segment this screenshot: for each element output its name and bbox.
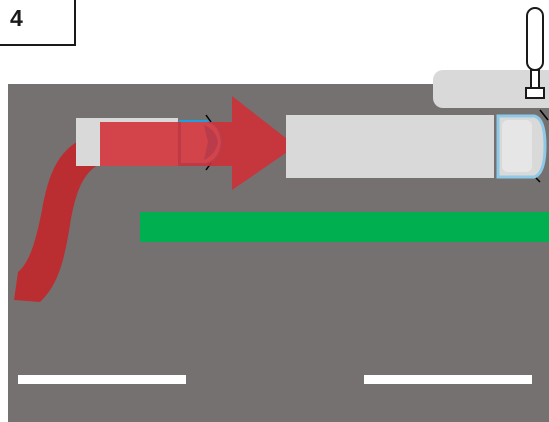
median-strip	[140, 212, 549, 242]
scene-number: 4	[10, 4, 24, 31]
truck-right-trailer	[286, 115, 494, 178]
truck-right-windshield	[502, 120, 532, 172]
lane-marking-right	[364, 375, 532, 384]
sign-pole-icon	[525, 7, 545, 99]
sidewalk-corner	[433, 70, 549, 108]
turn-arrow-tail	[14, 130, 112, 302]
turn-arrow-head	[100, 96, 296, 190]
scene-number-box: 4	[0, 0, 76, 46]
truck-icon	[286, 109, 549, 183]
lane-marking-left	[18, 375, 186, 384]
